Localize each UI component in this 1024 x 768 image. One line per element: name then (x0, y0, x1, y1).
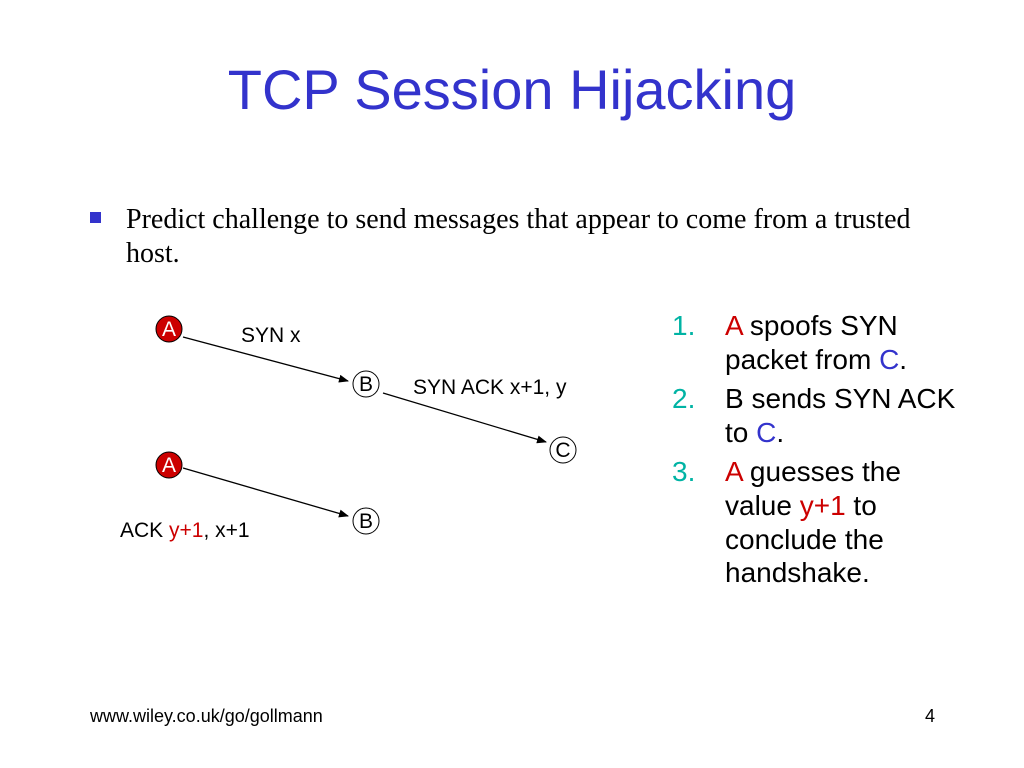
step-text-part: . (899, 343, 908, 375)
step-text-part: . (776, 416, 785, 448)
msg-ack-suffix: , x+1 (203, 519, 249, 542)
step-item: 2. B sends SYN ACK to C. (672, 382, 962, 449)
step-text-part: B sends SYN ACK to (725, 383, 956, 448)
msg-ack-highlight: y+1 (169, 519, 203, 542)
step-text-part: A (725, 456, 743, 488)
bullet-text: Predict challenge to send messages that … (126, 204, 911, 269)
step-text-part: guesses the value (725, 456, 901, 521)
step-number: 2. (672, 383, 696, 415)
step-item: 3. A guesses the value y+1 to conclude th… (672, 455, 962, 589)
step-text-part: y+1 (799, 489, 846, 521)
page-number: 4 (925, 706, 936, 726)
footer-url: www.wiley.co.uk/go/gollmann (90, 706, 323, 726)
step-item: 1. A spoofs SYN packet from C. (672, 309, 962, 376)
msg-ack-prefix: ACK (120, 519, 169, 542)
step-number: 3. (672, 456, 696, 488)
step-text-part: C (879, 343, 900, 375)
node-a-label: A (162, 318, 176, 341)
arrow-a-to-b (182, 336, 349, 383)
step-number: 1. (672, 310, 696, 341)
node-b-label: B (359, 373, 373, 396)
node-c-row1: C (549, 436, 577, 464)
msg-ack: ACK y+1, x+1 (120, 519, 250, 542)
square-bullet-icon (90, 212, 101, 223)
step-text-part: A (725, 310, 743, 341)
node-b-row2: B (352, 507, 380, 535)
msg-syn-ack: SYN ACK x+1, y (413, 376, 567, 399)
arrow-a-to-b-row2 (182, 467, 349, 518)
node-a-row1: A (155, 315, 183, 343)
node-c-label: C (555, 439, 570, 462)
step-text-part: spoofs SYN packet from (725, 310, 898, 375)
node-b-label: B (359, 510, 373, 533)
arrow-b-to-c (382, 392, 547, 444)
steps-list: 1. A spoofs SYN packet from C. 2. B sends … (672, 309, 962, 596)
step-text-part: C (756, 416, 777, 448)
node-b-row1: B (352, 370, 380, 398)
node-a-row2: A (155, 451, 183, 479)
msg-syn-x: SYN x (241, 324, 301, 347)
slide-title: TCP Session Hijacking (227, 58, 797, 121)
step-text-part: to conclude the handshake. (725, 489, 884, 589)
node-a-label: A (162, 454, 176, 477)
